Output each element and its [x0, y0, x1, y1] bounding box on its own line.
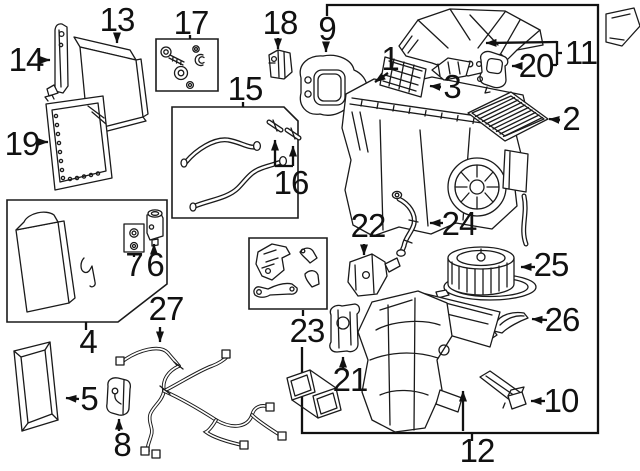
part-6-expansion-valve	[146, 209, 164, 247]
callout-20: 20	[519, 47, 554, 84]
part-25-blower-motor	[435, 246, 537, 301]
part-19-core-frame	[44, 94, 113, 191]
leader-5	[65, 394, 80, 403]
callout-9: 9	[318, 10, 335, 47]
callout-11-bracket	[553, 41, 562, 67]
callout-16: 16	[274, 164, 309, 201]
callout-22: 22	[351, 207, 386, 244]
part-14-mounting-bracket	[46, 23, 69, 97]
callout-15: 15	[228, 70, 263, 107]
callout-4: 4	[79, 323, 97, 360]
callout-17: 17	[174, 4, 209, 41]
callout-27: 27	[149, 290, 184, 327]
part-26-duct-elbow	[486, 311, 529, 340]
callout-10: 10	[544, 382, 579, 419]
leader-11	[485, 38, 558, 47]
part-24-heater-pipe	[391, 190, 419, 257]
callout-5: 5	[80, 380, 97, 417]
leader-26	[531, 315, 548, 324]
callout-12: 12	[460, 432, 495, 469]
part-17-fitting-hardware	[160, 45, 205, 90]
part-12-lower-heater-unit	[286, 290, 501, 433]
detail-box-23	[248, 237, 328, 310]
callout-26: 26	[545, 301, 580, 338]
part-8-mount-pad	[106, 377, 132, 416]
part-10-drain-fitting	[479, 370, 527, 410]
part-22-support-bracket	[347, 253, 401, 297]
part-15-hoses	[180, 137, 288, 212]
part-23-linkage-set	[253, 243, 320, 298]
detail-box-17	[155, 38, 219, 92]
callout-6: 6	[146, 246, 163, 283]
part-7-grommet-plate	[123, 223, 145, 253]
part-21-bracket	[329, 303, 361, 353]
callout-3: 3	[443, 68, 460, 105]
detail-box-15	[171, 106, 299, 219]
callout-25: 25	[534, 246, 569, 283]
part-5-seal-frame	[13, 341, 59, 432]
callout-18: 18	[263, 4, 298, 41]
leader-lines	[37, 32, 562, 431]
callout-23: 23	[290, 312, 325, 349]
detail-box-4	[6, 199, 168, 323]
leader-2	[548, 115, 561, 124]
callout-2: 2	[562, 100, 579, 137]
callout-13: 13	[100, 1, 135, 38]
callout-19: 19	[5, 125, 40, 162]
part-27-wiring-harness	[115, 346, 287, 459]
callout-7: 7	[125, 246, 142, 283]
callout-14: 14	[9, 41, 44, 78]
callout-1: 1	[381, 40, 398, 77]
callout-21: 21	[333, 361, 368, 398]
part-16-grommets	[266, 119, 302, 141]
assembly-frame-line	[300, 3, 600, 435]
callout-11: 11	[565, 34, 597, 71]
callout-24: 24	[442, 205, 477, 242]
leader-3	[429, 82, 442, 91]
part-4-evaporator-core	[15, 211, 96, 313]
callout-8: 8	[113, 426, 130, 463]
leader-1	[374, 72, 389, 83]
part-20-actuator	[475, 50, 509, 94]
callout-labels: 1 2 3 4 5 6 7 8 9 10 11 12 13 14 15 16 1…	[5, 1, 598, 469]
part-18-retainer-clip	[268, 49, 293, 80]
part-2-cabin-air-filter	[467, 91, 549, 142]
